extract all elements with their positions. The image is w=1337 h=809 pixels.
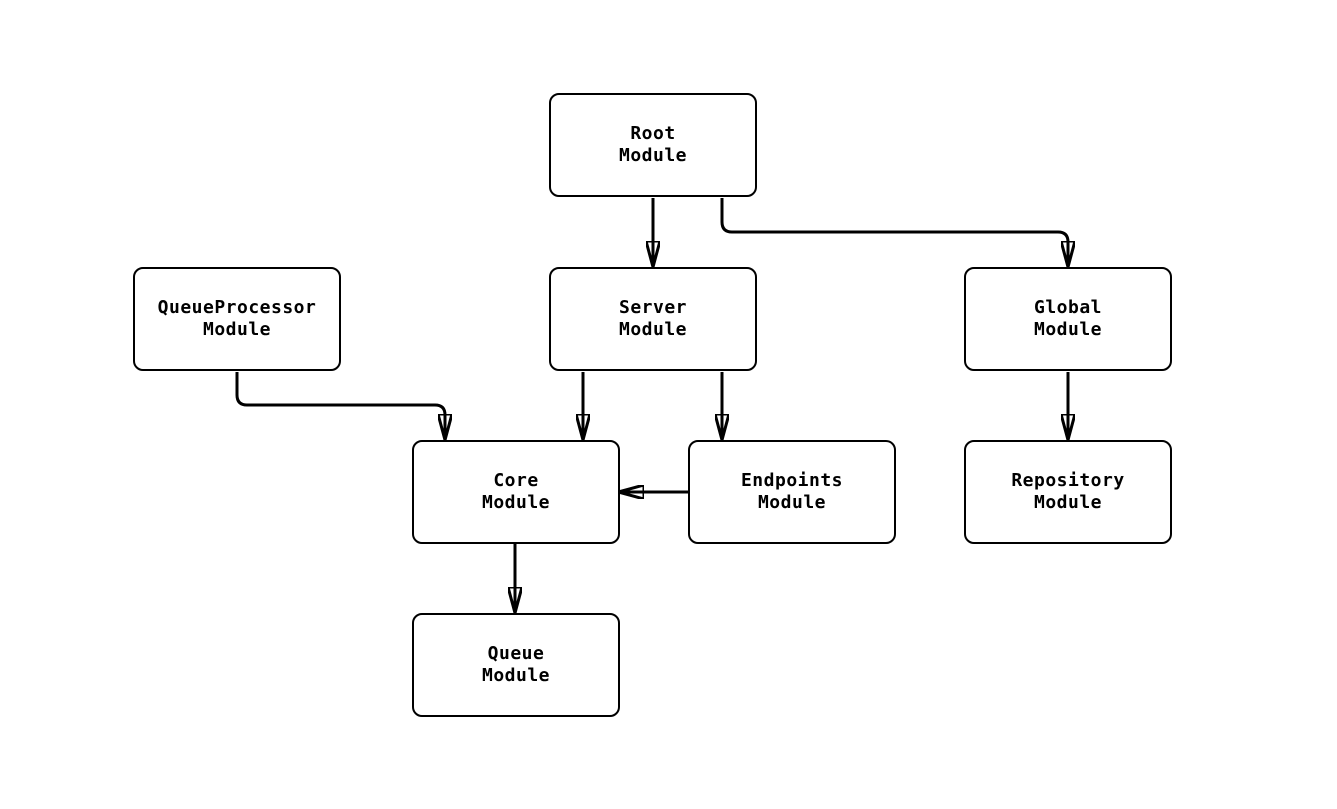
node-core-module: Core Module xyxy=(412,440,620,544)
node-repository-label-line1: Repository xyxy=(1011,470,1125,491)
node-server-label-line2: Module xyxy=(618,319,688,340)
node-endpoints-label-line1: Endpoints xyxy=(740,470,844,491)
node-endpoints-label: Endpoints Module xyxy=(741,470,843,514)
node-server-module: Server Module xyxy=(549,267,757,371)
node-repository-label: Repository Module xyxy=(1011,470,1124,514)
node-queue-label-line1: Queue xyxy=(487,643,545,664)
node-queue-label-line2: Module xyxy=(481,665,551,686)
node-queue-label: Queue Module xyxy=(482,643,550,687)
node-repository-label-line2: Module xyxy=(1033,492,1103,513)
node-queueprocessor-module: QueueProcessor Module xyxy=(133,267,341,371)
node-global-module: Global Module xyxy=(964,267,1172,371)
node-queue-module: Queue Module xyxy=(412,613,620,717)
edge-root-to-global xyxy=(720,198,1068,267)
node-core-label-line2: Module xyxy=(481,492,551,513)
node-core-label: Core Module xyxy=(482,470,550,514)
node-endpoints-label-line2: Module xyxy=(757,492,826,513)
edge-queueprocessor-to-core xyxy=(235,372,445,440)
node-queueprocessor-label: QueueProcessor Module xyxy=(158,297,317,341)
node-server-label-line1: Server xyxy=(618,297,688,318)
node-queueprocessor-label-line2: Module xyxy=(202,319,272,340)
node-queueprocessor-label-line1: QueueProcessor xyxy=(157,297,317,318)
node-root-label-line2: Module xyxy=(618,145,688,166)
node-global-label-line1: Global xyxy=(1033,297,1103,318)
node-root-label: Root Module xyxy=(619,123,687,167)
node-root-label-line1: Root xyxy=(630,123,676,144)
node-endpoints-module: Endpoints Module xyxy=(688,440,896,544)
node-repository-module: Repository Module xyxy=(964,440,1172,544)
node-global-label: Global Module xyxy=(1034,297,1102,341)
node-global-label-line2: Module xyxy=(1033,319,1103,340)
node-server-label: Server Module xyxy=(619,297,687,341)
node-core-label-line1: Core xyxy=(493,470,539,491)
node-root-module: Root Module xyxy=(549,93,757,197)
